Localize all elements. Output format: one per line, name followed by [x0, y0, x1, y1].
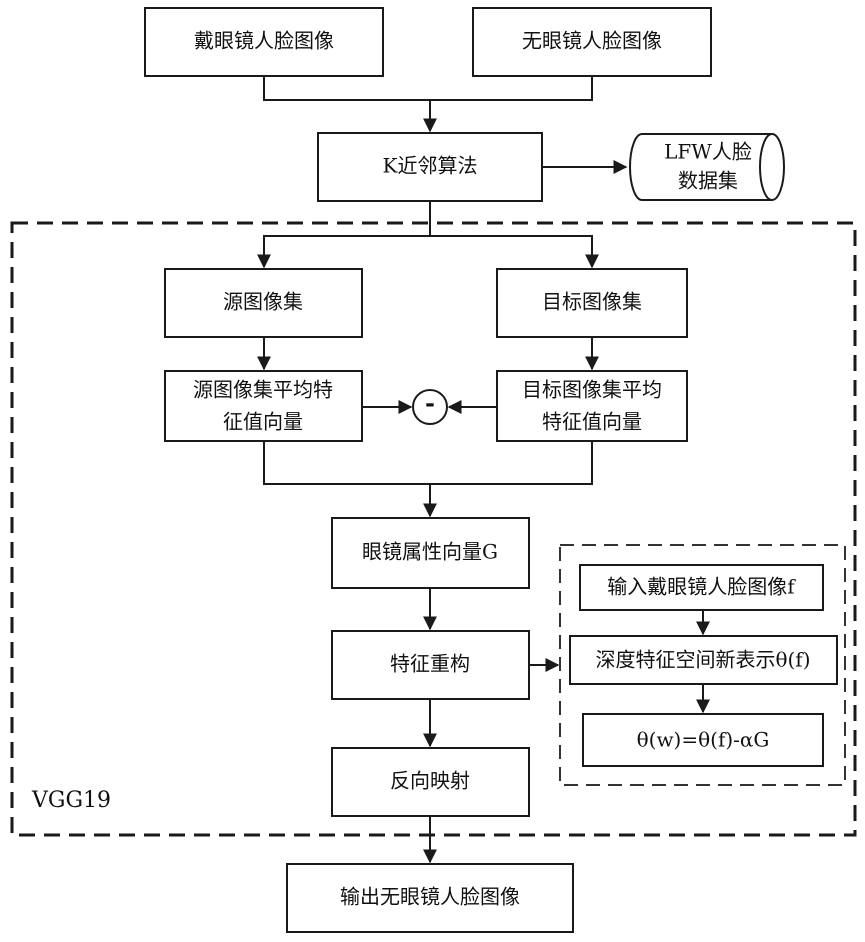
input-face-label: 输入戴眼镜人脸图像f [607, 575, 796, 599]
lfw-dataset-node: LFW人脸 数据集 [630, 134, 784, 200]
target-mean-label-line1: 目标图像集平均 [522, 378, 662, 402]
feature-recon-label: 特征重构 [390, 652, 470, 676]
no-glasses-face-node: 无眼镜人脸图像 [473, 8, 711, 76]
minus-operator: - [413, 389, 447, 425]
deep-feature-label: 深度特征空间新表示θ(f) [595, 648, 810, 672]
target-set-node: 目标图像集 [497, 269, 687, 337]
input-face-node: 输入戴眼镜人脸图像f [580, 565, 823, 610]
source-set-label: 源图像集 [223, 290, 303, 314]
target-mean-label-line2: 特征值向量 [542, 410, 642, 434]
glasses-attr-label: 眼镜属性向量G [362, 540, 498, 564]
glasses-attr-node: 眼镜属性向量G [332, 518, 529, 588]
lfw-label-line2: 数据集 [678, 169, 738, 193]
source-mean-label-line2: 征值向量 [223, 410, 303, 434]
split-connector [264, 236, 592, 266]
formula-node: θ(w)=θ(f)-αG [583, 714, 823, 766]
output-face-label: 输出无眼镜人脸图像 [340, 885, 520, 909]
merge-connector [264, 76, 592, 100]
output-face-node: 输出无眼镜人脸图像 [287, 864, 573, 932]
target-mean-node: 目标图像集平均 特征值向量 [497, 371, 687, 441]
glasses-face-label: 戴眼镜人脸图像 [194, 29, 334, 53]
no-glasses-face-label: 无眼镜人脸图像 [522, 29, 662, 53]
vgg19-label: VGG19 [31, 788, 111, 813]
minus-symbol: - [425, 389, 435, 418]
feature-recon-node: 特征重构 [332, 631, 529, 699]
inverse-map-node: 反向映射 [332, 748, 529, 816]
deep-feature-node: 深度特征空间新表示θ(f) [570, 636, 837, 684]
knn-label: K近邻算法 [383, 154, 478, 178]
target-set-label: 目标图像集 [542, 290, 642, 314]
formula-label: θ(w)=θ(f)-αG [637, 728, 770, 752]
knn-node: K近邻算法 [318, 133, 542, 201]
mean-merge-connector [264, 441, 592, 484]
lfw-label-line1: LFW人脸 [664, 140, 752, 164]
source-mean-node: 源图像集平均特 征值向量 [165, 371, 362, 441]
source-set-node: 源图像集 [165, 269, 362, 337]
source-mean-label-line1: 源图像集平均特 [193, 378, 333, 402]
glasses-face-node: 戴眼镜人脸图像 [145, 8, 383, 76]
inverse-map-label: 反向映射 [390, 769, 470, 793]
